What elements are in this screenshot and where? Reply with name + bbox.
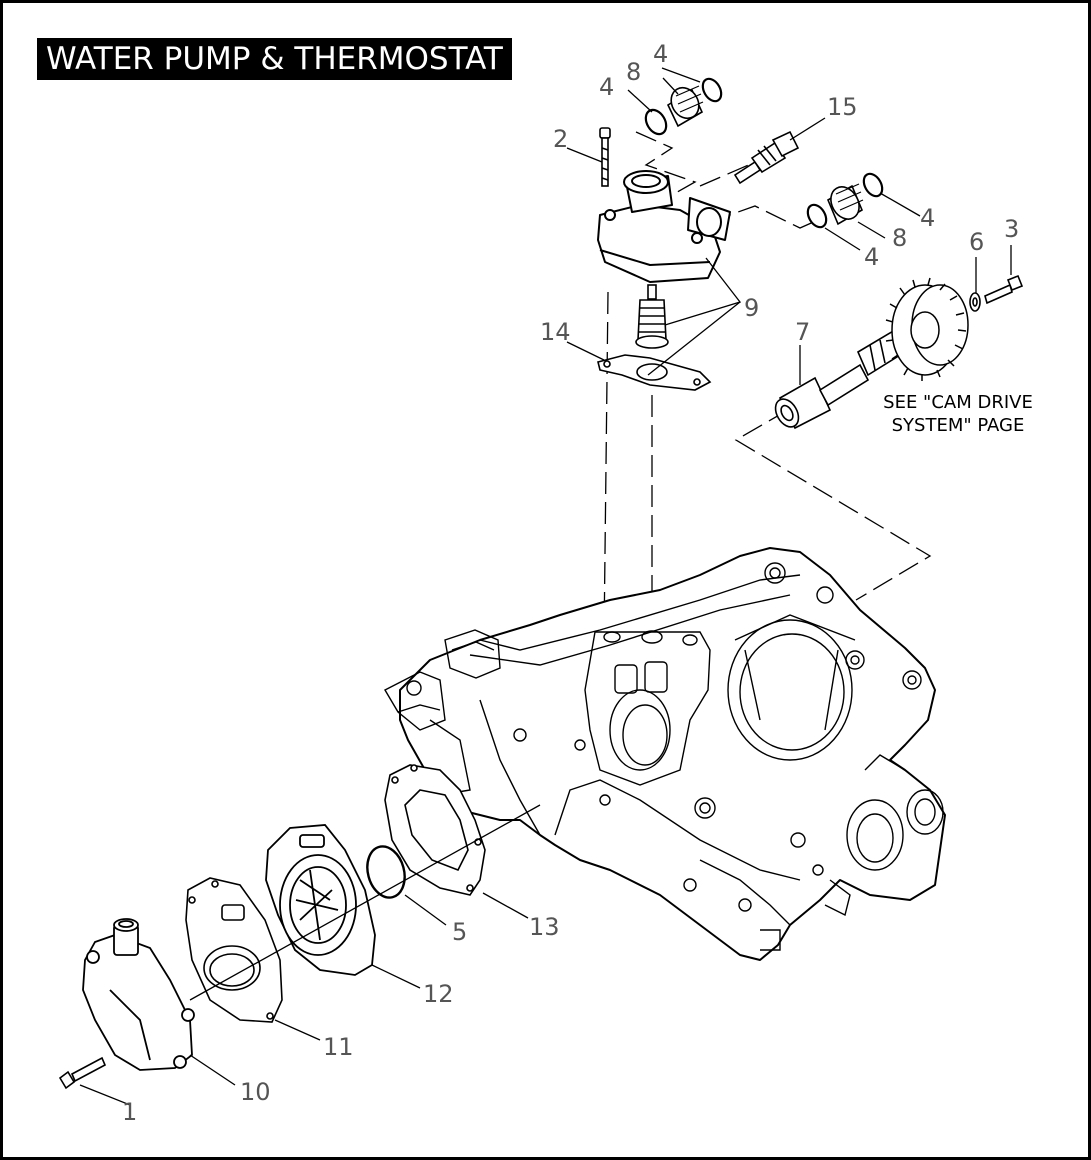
callout-8-top: 8 — [626, 58, 641, 86]
callout-9: 9 — [744, 294, 759, 322]
callout-10: 10 — [240, 1078, 271, 1106]
callout-4-right: 4 — [920, 204, 935, 232]
pump-gasket — [384, 764, 486, 896]
bolt-2 — [599, 127, 611, 187]
title-banner — [37, 38, 512, 80]
callout-13: 13 — [529, 913, 560, 941]
callout-5: 5 — [452, 918, 467, 946]
callout-12: 12 — [423, 980, 454, 1008]
callout-8-right: 8 — [892, 224, 907, 252]
washer-and-bolt — [969, 274, 1024, 312]
callout-4-lower: 4 — [864, 243, 879, 271]
callout-3: 3 — [1004, 215, 1019, 243]
thermostat-gasket — [597, 354, 712, 391]
pump-cover — [82, 918, 195, 1071]
thermostat-housing — [597, 170, 731, 283]
callout-11: 11 — [323, 1033, 354, 1061]
callout-4-top: 4 — [653, 40, 668, 68]
callout-15: 15 — [827, 93, 858, 121]
callout-6: 6 — [969, 228, 984, 256]
callout-4-left: 4 — [599, 73, 614, 101]
cover-bolt — [58, 1056, 107, 1090]
o-ring-5 — [366, 845, 406, 899]
callout-7: 7 — [795, 318, 810, 346]
upper-fittings — [644, 77, 723, 136]
note-line-2: SYSTEM" PAGE — [892, 415, 1025, 436]
cam-drive-note: SEE "CAM DRIVE SYSTEM" PAGE — [883, 392, 1033, 436]
cam-sprocket — [885, 277, 969, 381]
callout-14: 14 — [540, 318, 571, 346]
leader-lines — [79, 67, 1012, 1106]
callout-2: 2 — [553, 125, 568, 153]
cover-plate — [185, 877, 283, 1023]
diagram-title: WATER PUMP & THERMOSTAT — [46, 41, 503, 77]
callout-1: 1 — [122, 1098, 137, 1126]
temperature-sender — [733, 130, 800, 185]
callout-numbers: 1 2 3 4 4 4 4 5 6 7 8 8 9 10 11 12 13 14… — [122, 40, 1019, 1126]
crankcase — [399, 547, 946, 961]
note-line-1: SEE "CAM DRIVE — [883, 392, 1033, 413]
crankcase-details — [384, 562, 944, 951]
impeller-housing — [265, 824, 376, 976]
side-fittings — [806, 172, 884, 229]
thermostat — [635, 284, 669, 349]
